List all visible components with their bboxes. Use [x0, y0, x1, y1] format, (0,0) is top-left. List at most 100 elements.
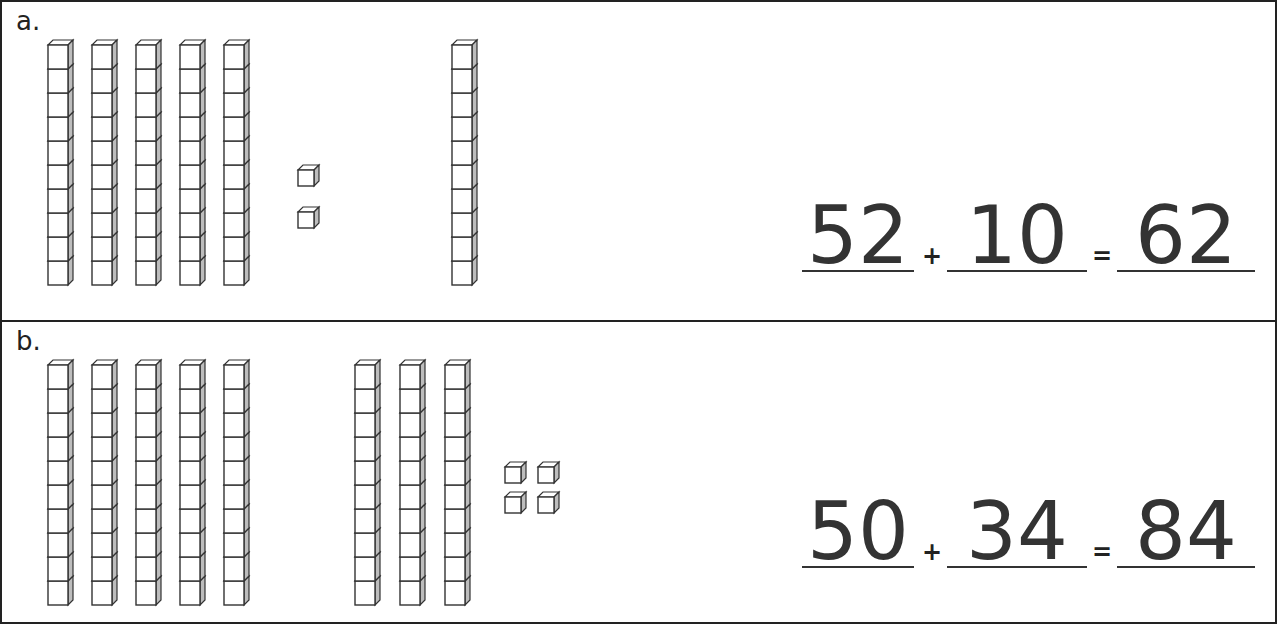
cube-face — [355, 437, 375, 461]
cube-face — [445, 461, 465, 485]
cube-face — [48, 437, 68, 461]
handwritten-number: 84 — [1135, 492, 1237, 572]
cube-face — [400, 557, 420, 581]
unit-cube — [538, 462, 559, 483]
cube-face — [92, 165, 112, 189]
cube-face — [224, 189, 244, 213]
cube-face — [92, 581, 112, 605]
ten-rod — [400, 360, 425, 605]
cube-face — [48, 461, 68, 485]
cube-side — [200, 360, 205, 389]
cube-face — [92, 213, 112, 237]
cube-face — [92, 69, 112, 93]
cube-face — [180, 189, 200, 213]
ten-rod — [136, 360, 161, 605]
cube-face — [538, 467, 554, 483]
cube-face — [445, 581, 465, 605]
cube-face — [355, 557, 375, 581]
cube-face — [180, 165, 200, 189]
cube-face — [224, 165, 244, 189]
handwritten-number: 52 — [807, 196, 909, 276]
cube-face — [48, 213, 68, 237]
cube-face — [452, 69, 472, 93]
cube-face — [92, 485, 112, 509]
cube-face — [452, 165, 472, 189]
cube-face — [180, 141, 200, 165]
cube-face — [224, 237, 244, 261]
cube-face — [136, 461, 156, 485]
cube-face — [92, 437, 112, 461]
cube-side — [554, 462, 559, 483]
cube-face — [452, 261, 472, 285]
cube-face — [452, 45, 472, 69]
cube-face — [400, 389, 420, 413]
cube-side — [375, 360, 380, 389]
cube-face — [92, 93, 112, 117]
cube-face — [136, 45, 156, 69]
cube-face — [400, 461, 420, 485]
cube-side — [200, 40, 205, 69]
cube-face — [180, 413, 200, 437]
cube-face — [224, 365, 244, 389]
cube-face — [445, 557, 465, 581]
item-letter: a. — [16, 8, 40, 34]
cube-face — [136, 557, 156, 581]
cube-face — [224, 141, 244, 165]
cube-face — [48, 485, 68, 509]
cube-face — [92, 45, 112, 69]
cube-side — [156, 360, 161, 389]
cube-face — [400, 437, 420, 461]
item-letter: b. — [16, 328, 41, 354]
cube-side — [465, 360, 470, 389]
cube-face — [92, 413, 112, 437]
cube-face — [452, 93, 472, 117]
cube-face — [92, 533, 112, 557]
cube-side — [521, 462, 526, 483]
cube-face — [136, 261, 156, 285]
cube-face — [445, 437, 465, 461]
cube-face — [505, 497, 521, 513]
cube-face — [136, 93, 156, 117]
ten-rod — [445, 360, 470, 605]
cube-face — [180, 509, 200, 533]
handwritten-number: 62 — [1135, 196, 1237, 276]
cube-face — [224, 413, 244, 437]
cube-face — [136, 485, 156, 509]
handwritten-number: 10 — [966, 196, 1068, 276]
cube-face — [224, 509, 244, 533]
cube-face — [180, 389, 200, 413]
operator-sign: = — [1092, 244, 1112, 268]
cube-face — [48, 261, 68, 285]
ten-rod — [355, 360, 380, 605]
cube-face — [136, 533, 156, 557]
cube-face — [92, 261, 112, 285]
ten-rod — [48, 40, 73, 285]
handwritten-number: 50 — [807, 492, 909, 572]
cube-face — [48, 365, 68, 389]
cube-face — [180, 437, 200, 461]
cube-face — [136, 189, 156, 213]
cube-face — [136, 365, 156, 389]
cube-face — [224, 45, 244, 69]
cube-face — [48, 509, 68, 533]
cube-face — [48, 93, 68, 117]
cube-face — [355, 365, 375, 389]
cube-side — [244, 360, 249, 389]
cube-face — [92, 461, 112, 485]
cube-face — [224, 437, 244, 461]
cube-face — [136, 389, 156, 413]
operator-sign: = — [1092, 540, 1112, 564]
unit-cube — [505, 462, 526, 483]
ten-rod — [452, 40, 477, 285]
cube-face — [298, 170, 314, 186]
cube-face — [445, 485, 465, 509]
cube-face — [180, 461, 200, 485]
cube-face — [400, 485, 420, 509]
cube-face — [224, 461, 244, 485]
cube-face — [48, 389, 68, 413]
cube-face — [224, 69, 244, 93]
ten-rod — [224, 40, 249, 285]
cube-side — [472, 40, 477, 69]
cube-side — [68, 360, 73, 389]
ten-rod — [180, 40, 205, 285]
